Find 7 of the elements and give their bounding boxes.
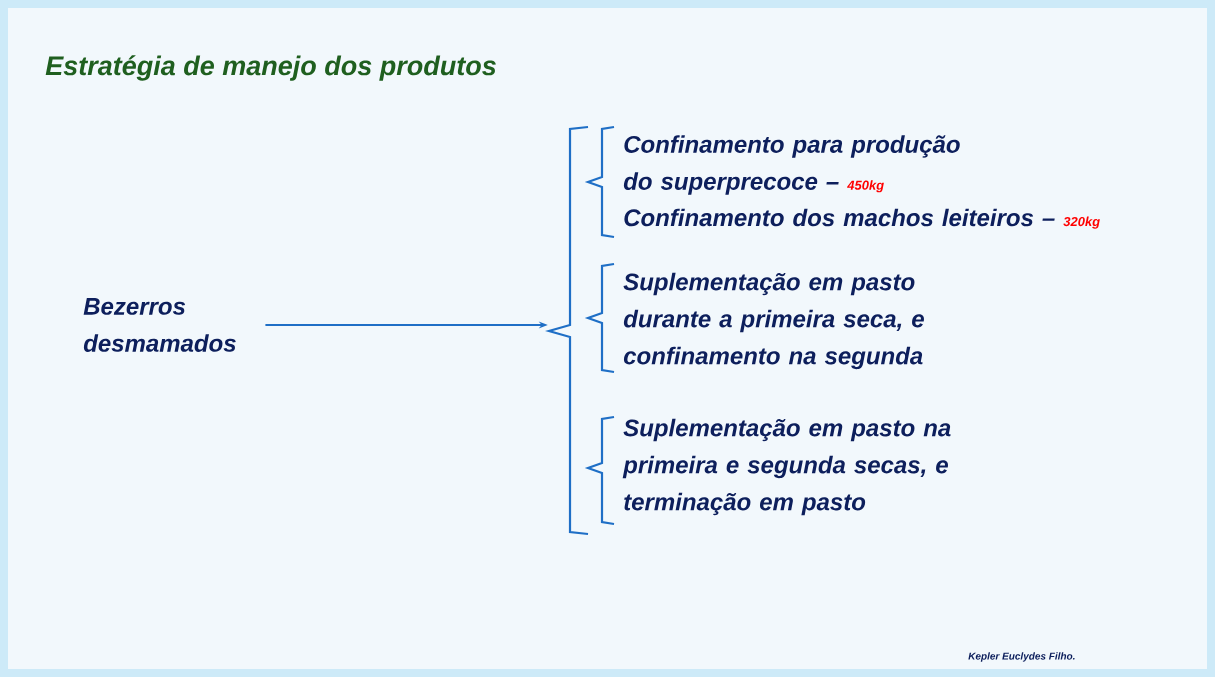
source-label: Bezerros desmamados (83, 298, 236, 352)
item-text: Suplementação em pasto na primeira e segunda secas, e terminação em pasto (622, 418, 951, 516)
item-text: Confinamento para produção do superprecoce – 450kg Confinamento dos machos leiteiros – 320kg (623, 135, 1100, 229)
curly-brace (545, 125, 589, 536)
item-text: Suplementação em pasto durante a primeira seca, e confinamento na segunda (623, 272, 924, 370)
slide-title: Estratégia de manejo dos produtos (45, 55, 496, 81)
author-credit: Kepler Euclydes Filho. (968, 652, 1075, 662)
